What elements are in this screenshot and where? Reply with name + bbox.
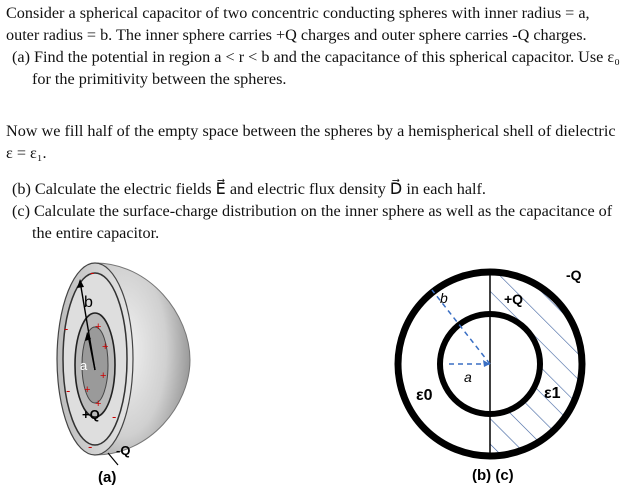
label-eps0: ε0 (416, 387, 433, 404)
inner-sphere-core (81, 326, 109, 404)
radius-b-dashed (431, 289, 491, 365)
label-minus-q: -Q (566, 267, 582, 283)
label-b: b (84, 294, 93, 311)
figure-right-cross-section: b a -Q +Q ε0 ε1 (b) (c) (394, 267, 586, 484)
minus-sign: - (112, 409, 116, 424)
label-a: a (464, 369, 472, 385)
problem-intro: Consider a spherical capacitor of two co… (6, 4, 590, 44)
caption-a: (a) (98, 469, 116, 486)
label-plus-q: +Q (504, 291, 523, 307)
plus-sign: + (84, 384, 90, 396)
plus-sign: + (95, 398, 101, 410)
figure-left-hemisphere: b a + + + + + - - - - - +Q -Q (a) (56, 262, 191, 486)
label-minus-q: -Q (116, 443, 130, 458)
problem-text-2: Now we fill half of the empty space betw… (6, 120, 624, 164)
minus-sign: - (88, 439, 92, 454)
plus-sign: + (100, 370, 106, 382)
radius-a-arrow (87, 334, 96, 371)
problem-fill: Now we fill half of the empty space betw… (6, 122, 616, 162)
plus-sign: + (95, 321, 101, 333)
label-a: a (80, 358, 88, 373)
minus-sign: - (64, 321, 68, 336)
caption-bc: (b) (c) (472, 467, 514, 484)
label-b: b (440, 290, 448, 306)
label-plus-q: +Q (82, 407, 100, 422)
minus-sign: - (66, 383, 70, 398)
problem-part-c: (c) Calculate the surface-charge distrib… (12, 202, 613, 242)
minus-sign: - (90, 265, 94, 280)
dielectric-region (490, 274, 581, 454)
problem-part-a: (a) Find the potential in region a < r <… (12, 48, 620, 88)
problem-part-b: (b) Calculate the electric fields E⃗ and… (12, 180, 486, 198)
problem-text: Consider a spherical capacitor of two co… (6, 2, 624, 90)
problem-text-3: (b) Calculate the electric fields E⃗ and… (6, 178, 624, 244)
label-eps1: ε1 (544, 385, 561, 402)
plus-sign: + (102, 341, 108, 353)
